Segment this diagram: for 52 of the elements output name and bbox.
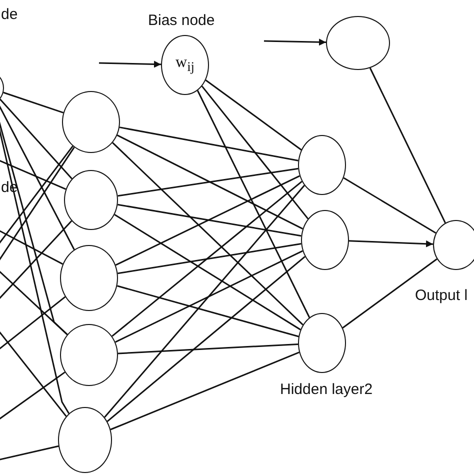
neuron-circle xyxy=(60,324,118,386)
neuron-circle xyxy=(298,313,346,373)
connection-line xyxy=(0,296,66,351)
node-caption: Output l xyxy=(415,287,468,304)
layer-label: de xyxy=(1,6,18,23)
connection-line xyxy=(106,256,306,422)
connection-line xyxy=(104,184,305,418)
connection-line xyxy=(342,258,438,328)
node-caption: Hidden layer2 xyxy=(280,381,373,398)
connection-line xyxy=(118,168,298,197)
neuron-circle xyxy=(301,210,349,270)
neuron-circle xyxy=(64,170,118,230)
connection-line xyxy=(343,177,436,234)
connection-line xyxy=(118,343,298,354)
neuron-circle xyxy=(433,220,474,270)
connection-line xyxy=(369,68,446,224)
connection-line xyxy=(0,445,59,461)
weight-label: w$_{ij}$ xyxy=(176,54,194,76)
connection-line xyxy=(116,134,304,230)
connection-line xyxy=(0,98,72,180)
connection-line xyxy=(118,243,302,274)
connection-line xyxy=(112,142,304,326)
arrow xyxy=(348,240,434,248)
connection-line xyxy=(201,86,309,220)
connection-line xyxy=(112,180,302,337)
arrow xyxy=(98,60,162,68)
connection-line xyxy=(3,92,64,114)
neuron-circle xyxy=(58,407,112,473)
connection-line xyxy=(117,285,299,338)
connection-line xyxy=(114,214,301,330)
bias-node-circle xyxy=(161,35,209,95)
neuron-circle xyxy=(60,245,118,311)
arrow xyxy=(264,38,326,46)
connection-line xyxy=(110,352,300,430)
connection-line xyxy=(118,204,302,237)
connection-line xyxy=(196,90,310,318)
connection-line xyxy=(0,269,68,336)
connection-line xyxy=(0,159,66,190)
connection-line xyxy=(0,372,66,421)
neuron-circle xyxy=(298,135,346,195)
connection-line xyxy=(0,229,64,265)
neuron-circle xyxy=(62,91,120,153)
connection-line xyxy=(115,175,300,266)
connection-line xyxy=(0,146,74,246)
connection-line xyxy=(0,330,67,417)
connection-line xyxy=(115,250,303,343)
connection-line xyxy=(205,80,302,150)
connection-line xyxy=(119,126,298,162)
connection-line xyxy=(0,220,72,301)
neuron-circle xyxy=(326,16,390,70)
node-caption: Bias node xyxy=(148,12,215,29)
connection-line xyxy=(0,146,75,262)
